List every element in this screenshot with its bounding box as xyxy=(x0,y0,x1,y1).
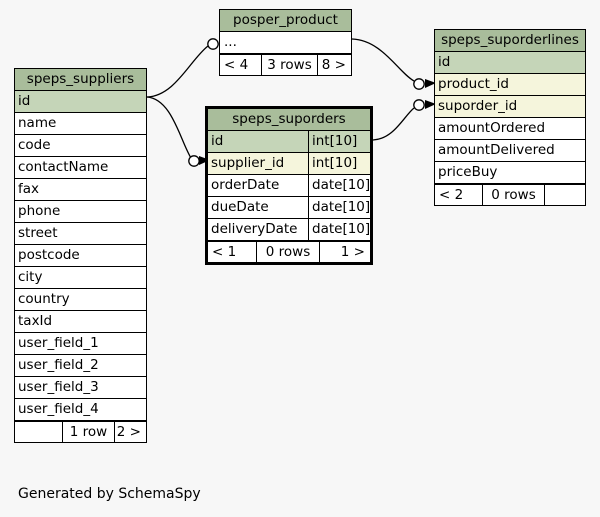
column-type: date[10] xyxy=(308,175,370,196)
column-row-user-field-2[interactable]: user_field_2 xyxy=(15,355,146,377)
edge-suppliers-to-suporders xyxy=(146,96,210,167)
table-posper-product[interactable]: posper_product ... < 4 3 rows 8 > xyxy=(219,9,352,76)
column-name: id xyxy=(18,93,31,109)
column-row-name[interactable]: name xyxy=(15,113,146,135)
column-name: amountOrdered xyxy=(438,120,546,136)
column-name: suporder_id xyxy=(438,98,518,114)
column-row-id[interactable]: id xyxy=(15,91,146,113)
column-name: id xyxy=(438,54,451,70)
column-row-contactname[interactable]: contactName xyxy=(15,157,146,179)
row-count-label: 1 row xyxy=(63,422,115,442)
column-name: contactName xyxy=(18,159,109,175)
column-name: country xyxy=(18,291,70,307)
next-page-button[interactable]: 2 > xyxy=(116,424,141,440)
prev-page-button[interactable] xyxy=(15,422,63,442)
table-title-suporderlines: speps_suporderlines xyxy=(435,30,585,52)
column-name: priceBuy xyxy=(438,164,498,180)
column-name: user_field_3 xyxy=(18,379,99,395)
column-name: supplier_id xyxy=(211,155,285,171)
column-row-id[interactable]: id xyxy=(435,52,585,74)
next-page-button[interactable] xyxy=(545,185,585,205)
column-row-duedate[interactable]: dueDate date[10] xyxy=(208,197,370,219)
prev-page-button[interactable]: < 1 xyxy=(208,242,257,262)
table-speps-suporderlines[interactable]: speps_suporderlines id product_id supord… xyxy=(434,29,586,206)
table-speps-suporders[interactable]: speps_suporders id int[10] supplier_id i… xyxy=(205,106,373,265)
column-type: date[10] xyxy=(308,197,370,218)
column-row-city[interactable]: city xyxy=(15,267,146,289)
next-page-button[interactable]: 1 > xyxy=(340,244,365,260)
table-speps-suppliers[interactable]: speps_suppliers id name code contactName… xyxy=(14,68,147,443)
table-title-text: speps_suporders xyxy=(232,111,346,127)
column-type: date[10] xyxy=(308,219,370,240)
column-row-fax[interactable]: fax xyxy=(15,179,146,201)
column-row-id[interactable]: id int[10] xyxy=(208,131,370,153)
column-row-user-field-4[interactable]: user_field_4 xyxy=(15,399,146,421)
column-type: int[10] xyxy=(308,131,370,152)
column-row-code[interactable]: code xyxy=(15,135,146,157)
column-row-street[interactable]: street xyxy=(15,223,146,245)
column-name: user_field_2 xyxy=(18,357,99,373)
column-name: dueDate xyxy=(211,199,269,215)
row-count-label: 0 rows xyxy=(257,242,320,262)
column-name: product_id xyxy=(438,76,509,92)
table-footer-suppliers: 1 row 2 > xyxy=(15,421,146,442)
column-name: user_field_4 xyxy=(18,401,99,417)
edge-product-to-suporderlines xyxy=(351,38,436,90)
column-row-deliverydate[interactable]: deliveryDate date[10] xyxy=(208,219,370,241)
column-name: user_field_1 xyxy=(18,335,99,351)
next-page-button[interactable]: 8 > xyxy=(321,57,346,73)
column-row-user-field-3[interactable]: user_field_3 xyxy=(15,377,146,399)
row-count-label: 3 rows xyxy=(262,55,318,75)
column-row-phone[interactable]: phone xyxy=(15,201,146,223)
column-row-taxid[interactable]: taxId xyxy=(15,311,146,333)
column-name: code xyxy=(18,137,51,153)
column-name: fax xyxy=(18,181,40,197)
column-name: phone xyxy=(18,203,61,219)
column-row-orderdate[interactable]: orderDate date[10] xyxy=(208,175,370,197)
edge-suporders-to-suporderlines xyxy=(372,99,436,141)
column-row-user-field-1[interactable]: user_field_1 xyxy=(15,333,146,355)
row-count-label: 0 rows xyxy=(483,185,545,205)
column-row-pricebuy[interactable]: priceBuy xyxy=(435,162,585,184)
column-name: postcode xyxy=(18,247,80,263)
column-row-supplier-id[interactable]: supplier_id int[10] xyxy=(208,153,370,175)
table-title-text: posper_product xyxy=(233,12,338,28)
column-name: amountDelivered xyxy=(438,142,555,158)
column-row-ellipsis: ... xyxy=(220,32,351,54)
column-name: id xyxy=(211,133,224,149)
column-row-suporder-id[interactable]: suporder_id xyxy=(435,96,585,118)
column-type: int[10] xyxy=(308,153,370,174)
column-name: name xyxy=(18,115,57,131)
column-row-amountordered[interactable]: amountOrdered xyxy=(435,118,585,140)
column-row-product-id[interactable]: product_id xyxy=(435,74,585,96)
generated-by-caption: Generated by SchemaSpy xyxy=(18,486,201,502)
column-name: city xyxy=(18,269,43,285)
table-title-text: speps_suporderlines xyxy=(441,32,579,48)
prev-page-button[interactable]: < 4 xyxy=(220,55,262,75)
column-row-country[interactable]: country xyxy=(15,289,146,311)
table-title-suppliers: speps_suppliers xyxy=(15,69,146,91)
column-name: deliveryDate xyxy=(211,221,298,237)
column-name: orderDate xyxy=(211,177,280,193)
table-footer-suporderlines: < 2 0 rows xyxy=(435,184,585,205)
column-name: taxId xyxy=(18,313,53,329)
table-title-suporders: speps_suporders xyxy=(208,109,370,131)
table-title-text: speps_suppliers xyxy=(26,71,135,87)
table-footer-product: < 4 3 rows 8 > xyxy=(220,54,351,75)
prev-page-button[interactable]: < 2 xyxy=(435,185,483,205)
collapsed-columns-indicator: ... xyxy=(224,34,237,50)
table-footer-suporders: < 1 0 rows 1 > xyxy=(208,241,370,262)
column-row-amountdelivered[interactable]: amountDelivered xyxy=(435,140,585,162)
table-title-product: posper_product xyxy=(220,10,351,32)
column-row-postcode[interactable]: postcode xyxy=(15,245,146,267)
column-name: street xyxy=(18,225,58,241)
